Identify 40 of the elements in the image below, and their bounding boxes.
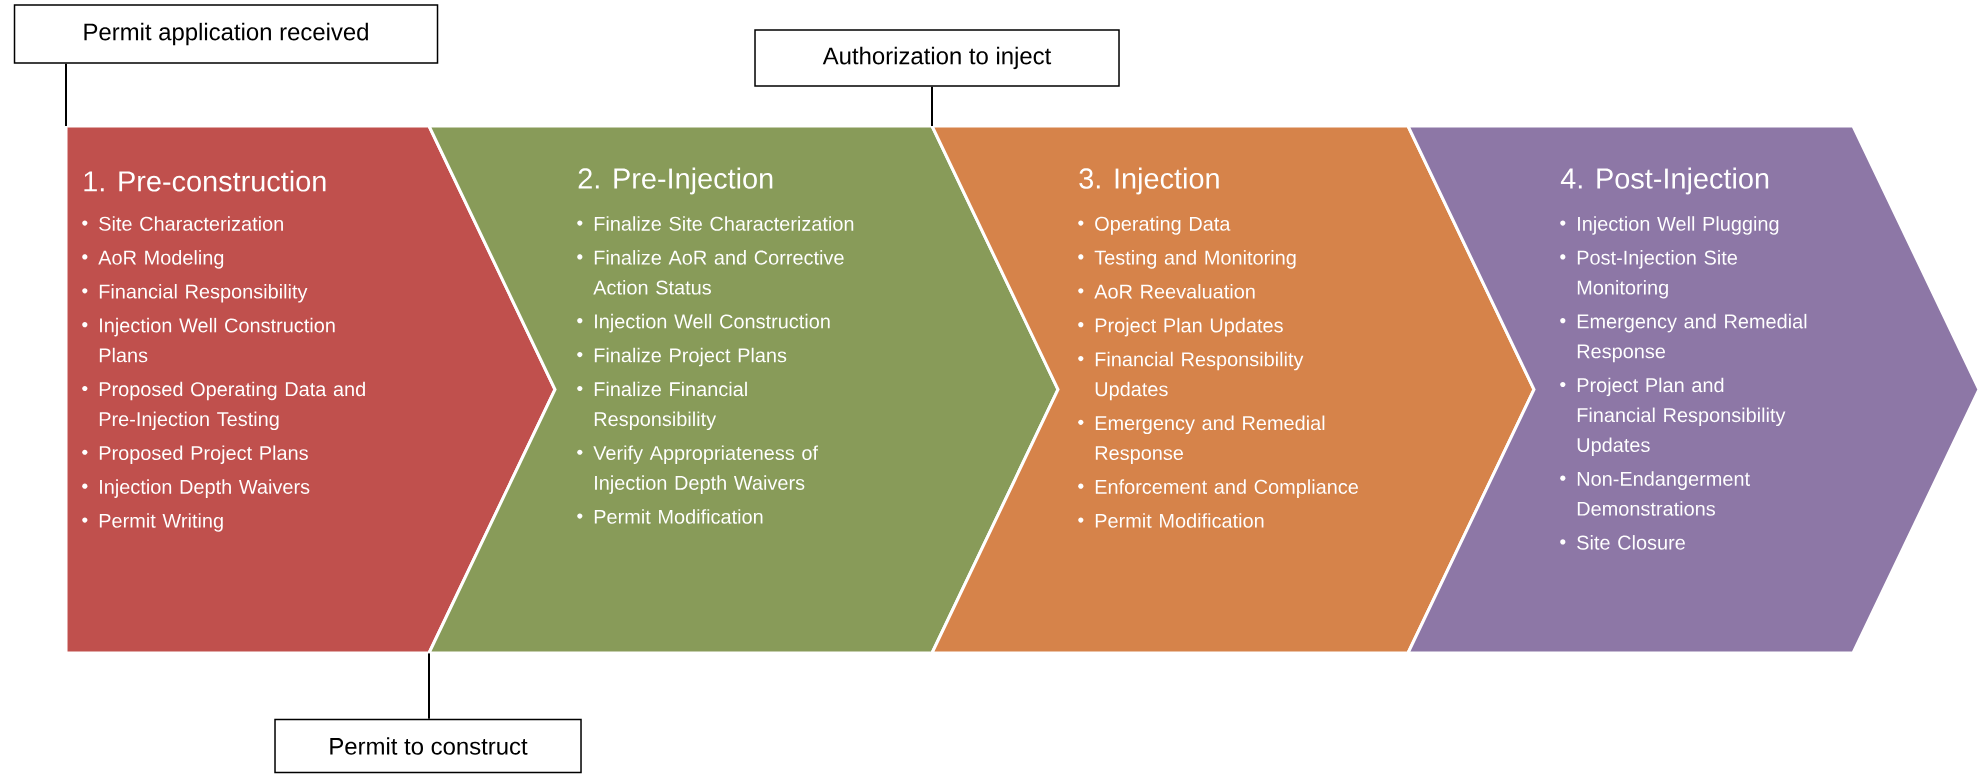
- bullet-item: Injection Well Plugging: [1560, 216, 1779, 235]
- bullet-item: Emergency and Remedial Response: [1560, 313, 1807, 363]
- bullet-item: Permit Modification: [1078, 513, 1264, 528]
- bullet-item: Project Plan and Financial Responsibility Updates: [1560, 377, 1786, 456]
- bullet-item: Non-Endangerment Demonstrations: [1560, 471, 1750, 516]
- callout-box: Permit application received: [13, 4, 439, 64]
- bullet-item: Permit Modification: [577, 509, 763, 524]
- bullet-item: Financial Responsibility: [82, 283, 308, 303]
- leader-line: [65, 62, 67, 127]
- leader-line: [428, 652, 430, 720]
- bullet-item: Injection Well Construction Plans: [82, 317, 335, 363]
- leader-line: [931, 85, 933, 127]
- bullet-item: Permit Writing: [82, 513, 223, 532]
- phase-band: [1405, 124, 1980, 655]
- bullet-item: Enforcement and Compliance: [1078, 479, 1358, 498]
- callout-box: Authorization to inject: [754, 29, 1120, 87]
- bullet-item: Finalize Financial Responsibility: [577, 381, 747, 431]
- phase-title: 1. Pre-construction: [84, 170, 326, 192]
- bullet-item: Finalize Project Plans: [577, 347, 787, 367]
- bullet-item: Project Plan Updates: [1078, 317, 1283, 337]
- bullet-item: Operating Data: [1078, 216, 1231, 235]
- bullet-item: AoR Modeling: [82, 250, 224, 269]
- bullet-item: Post-Injection Site Monitoring: [1560, 250, 1737, 299]
- bullet-item: Site Closure: [1560, 535, 1685, 550]
- bullet-item: Finalize Site Characterization: [577, 216, 854, 231]
- bullet-item: AoR Reevaluation: [1078, 283, 1255, 299]
- bullet-item: Proposed Project Plans: [82, 445, 308, 464]
- phase-title: 3. Injection: [1079, 167, 1219, 195]
- phase-title: 4. Post-Injection: [1560, 167, 1769, 195]
- phase-title: 2. Pre-Injection: [578, 167, 773, 195]
- bullet-item: Finalize AoR and Corrective Action Status: [577, 250, 844, 295]
- bullet-item: Verify Appropriateness of Injection Depth Waivers: [577, 445, 819, 494]
- bullet-item: Injection Well Construction: [577, 313, 830, 333]
- bullet-item: Financial Responsibility Updates: [1078, 351, 1304, 401]
- bullet-item: Testing and Monitoring: [1078, 250, 1296, 269]
- bullet-item: Site Characterization: [82, 216, 283, 231]
- callout-box: Permit to construct: [274, 718, 582, 774]
- bullet-item: Proposed Operating Data and Pre-Injection Testing: [82, 381, 365, 431]
- bullet-item: Injection Depth Waivers: [82, 479, 310, 498]
- bullet-item: Emergency and Remedial Response: [1078, 415, 1325, 464]
